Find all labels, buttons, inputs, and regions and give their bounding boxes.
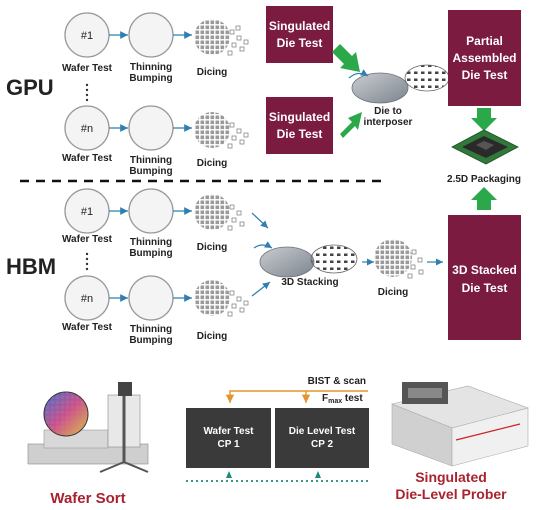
ellipsis-dots (86, 84, 88, 101)
box-label: CP 1 (217, 439, 239, 450)
bumping-label: Bumping (129, 335, 172, 346)
green-arrow-up-package (471, 187, 497, 210)
wafer-id-label: #n (81, 293, 93, 305)
wafer-id-label: #1 (81, 206, 93, 218)
box-label: Die Test (277, 36, 323, 50)
bist-label: BIST & scan (308, 376, 366, 387)
fmax-sub: max (328, 398, 342, 405)
box-label: Singulated (269, 19, 330, 33)
die-to-label: Die to (374, 106, 402, 117)
box-label: Die Level Test (289, 426, 356, 437)
prober-label-line2: Die-Level Prober (395, 486, 507, 502)
wafer-sort-machine (28, 382, 148, 472)
dicing-label: Dicing (197, 242, 228, 253)
dicing-label: Dicing (197, 331, 228, 342)
box-label: Singulated (269, 110, 330, 124)
flow-arrow (252, 282, 270, 296)
scattered-dies (228, 26, 248, 55)
flow-arrow (252, 213, 268, 228)
wafer-id-label: #1 (81, 30, 93, 42)
diced-wafer-grid (194, 194, 230, 230)
package-chip (452, 130, 518, 164)
packaging-label: 2.5D Packaging (447, 174, 521, 185)
dicing-label: Dicing (197, 158, 228, 169)
thinning-label: Thinning (130, 62, 172, 73)
box-label: Die Test (277, 127, 323, 141)
teal-arrows (226, 471, 321, 478)
stacking-disc (254, 245, 314, 277)
fmax-rest: test (342, 393, 363, 404)
dicing-label: Dicing (197, 67, 228, 78)
fmax-label: Fmax test (322, 393, 363, 405)
bumping-label: Bumping (129, 73, 172, 84)
thinning-circle (129, 13, 173, 57)
prober-label-line1: Singulated (415, 469, 487, 485)
wafer-id-label: #n (81, 123, 93, 135)
box-label: 3D Stacked (452, 263, 517, 277)
die-level-test-cp2-box: Die Level Test CP 2 (275, 408, 369, 468)
wafer-sort-label: Wafer Sort (50, 490, 125, 507)
thinning-label: Thinning (130, 155, 172, 166)
wafer-test-label: Wafer Test (62, 63, 113, 74)
wafer-test-label: Wafer Test (62, 153, 113, 164)
stacking-label: 3D Stacking (281, 277, 338, 288)
bumping-label: Bumping (129, 248, 172, 259)
singulated-die-test-box-2: Singulated Die Test (266, 97, 333, 154)
green-arrow-down (332, 44, 360, 72)
ellipsis-dots (86, 253, 88, 270)
thinning-label: Thinning (130, 237, 172, 248)
chip-wafer-disc (405, 65, 449, 91)
dicing-label: Dicing (378, 287, 409, 298)
box-label: Wafer Test (203, 426, 254, 437)
gpu-section-label: GPU (6, 75, 54, 100)
diced-stack-grid (374, 239, 412, 277)
interposer-label: interposer (364, 117, 413, 128)
diced-wafer-grid (194, 112, 230, 148)
stacked-chip-wafer (311, 245, 357, 273)
thinning-circle (129, 276, 173, 320)
wafer-test-cp1-box: Wafer Test CP 1 (186, 408, 271, 468)
diced-wafer-grid (194, 19, 230, 55)
scattered-dies (228, 291, 248, 316)
thinning-circle (129, 106, 173, 150)
wafer-test-label: Wafer Test (62, 234, 113, 245)
box-label: Assembled (452, 51, 516, 65)
hbm-row-n: #n Wafer Test Thinning Bumping Dicing (62, 276, 270, 346)
prober-machine (392, 382, 528, 466)
interposer-disc (349, 73, 408, 103)
thinning-label: Thinning (130, 324, 172, 335)
hbm-row-1: #1 Wafer Test Thinning Bumping Dicing (62, 189, 268, 259)
gpu-row-n: #n Wafer Test Thinning Bumping Dicing (62, 106, 248, 177)
stacked-die-test-box: 3D Stacked Die Test (448, 215, 521, 340)
scattered-dies (228, 205, 244, 230)
diced-wafer-grid (194, 280, 230, 316)
partial-assembled-die-test-box: Partial Assembled Die Test (448, 10, 521, 106)
hbm-section-label: HBM (6, 254, 56, 279)
gpu-row-1: #1 Wafer Test Thinning Bumping Dicing (62, 13, 248, 84)
box-label: CP 2 (311, 439, 333, 450)
singulated-die-test-box-1: Singulated Die Test (266, 6, 333, 63)
wafer-test-label: Wafer Test (62, 322, 113, 333)
thinning-circle (129, 189, 173, 233)
green-arrow-up (340, 112, 362, 138)
box-label: Partial (466, 34, 503, 48)
box-label: Die Test (462, 68, 508, 82)
scattered-dies (228, 123, 248, 148)
green-arrow-down-package (471, 108, 497, 131)
bumping-label: Bumping (129, 166, 172, 177)
box-label: Die Test (462, 281, 508, 295)
